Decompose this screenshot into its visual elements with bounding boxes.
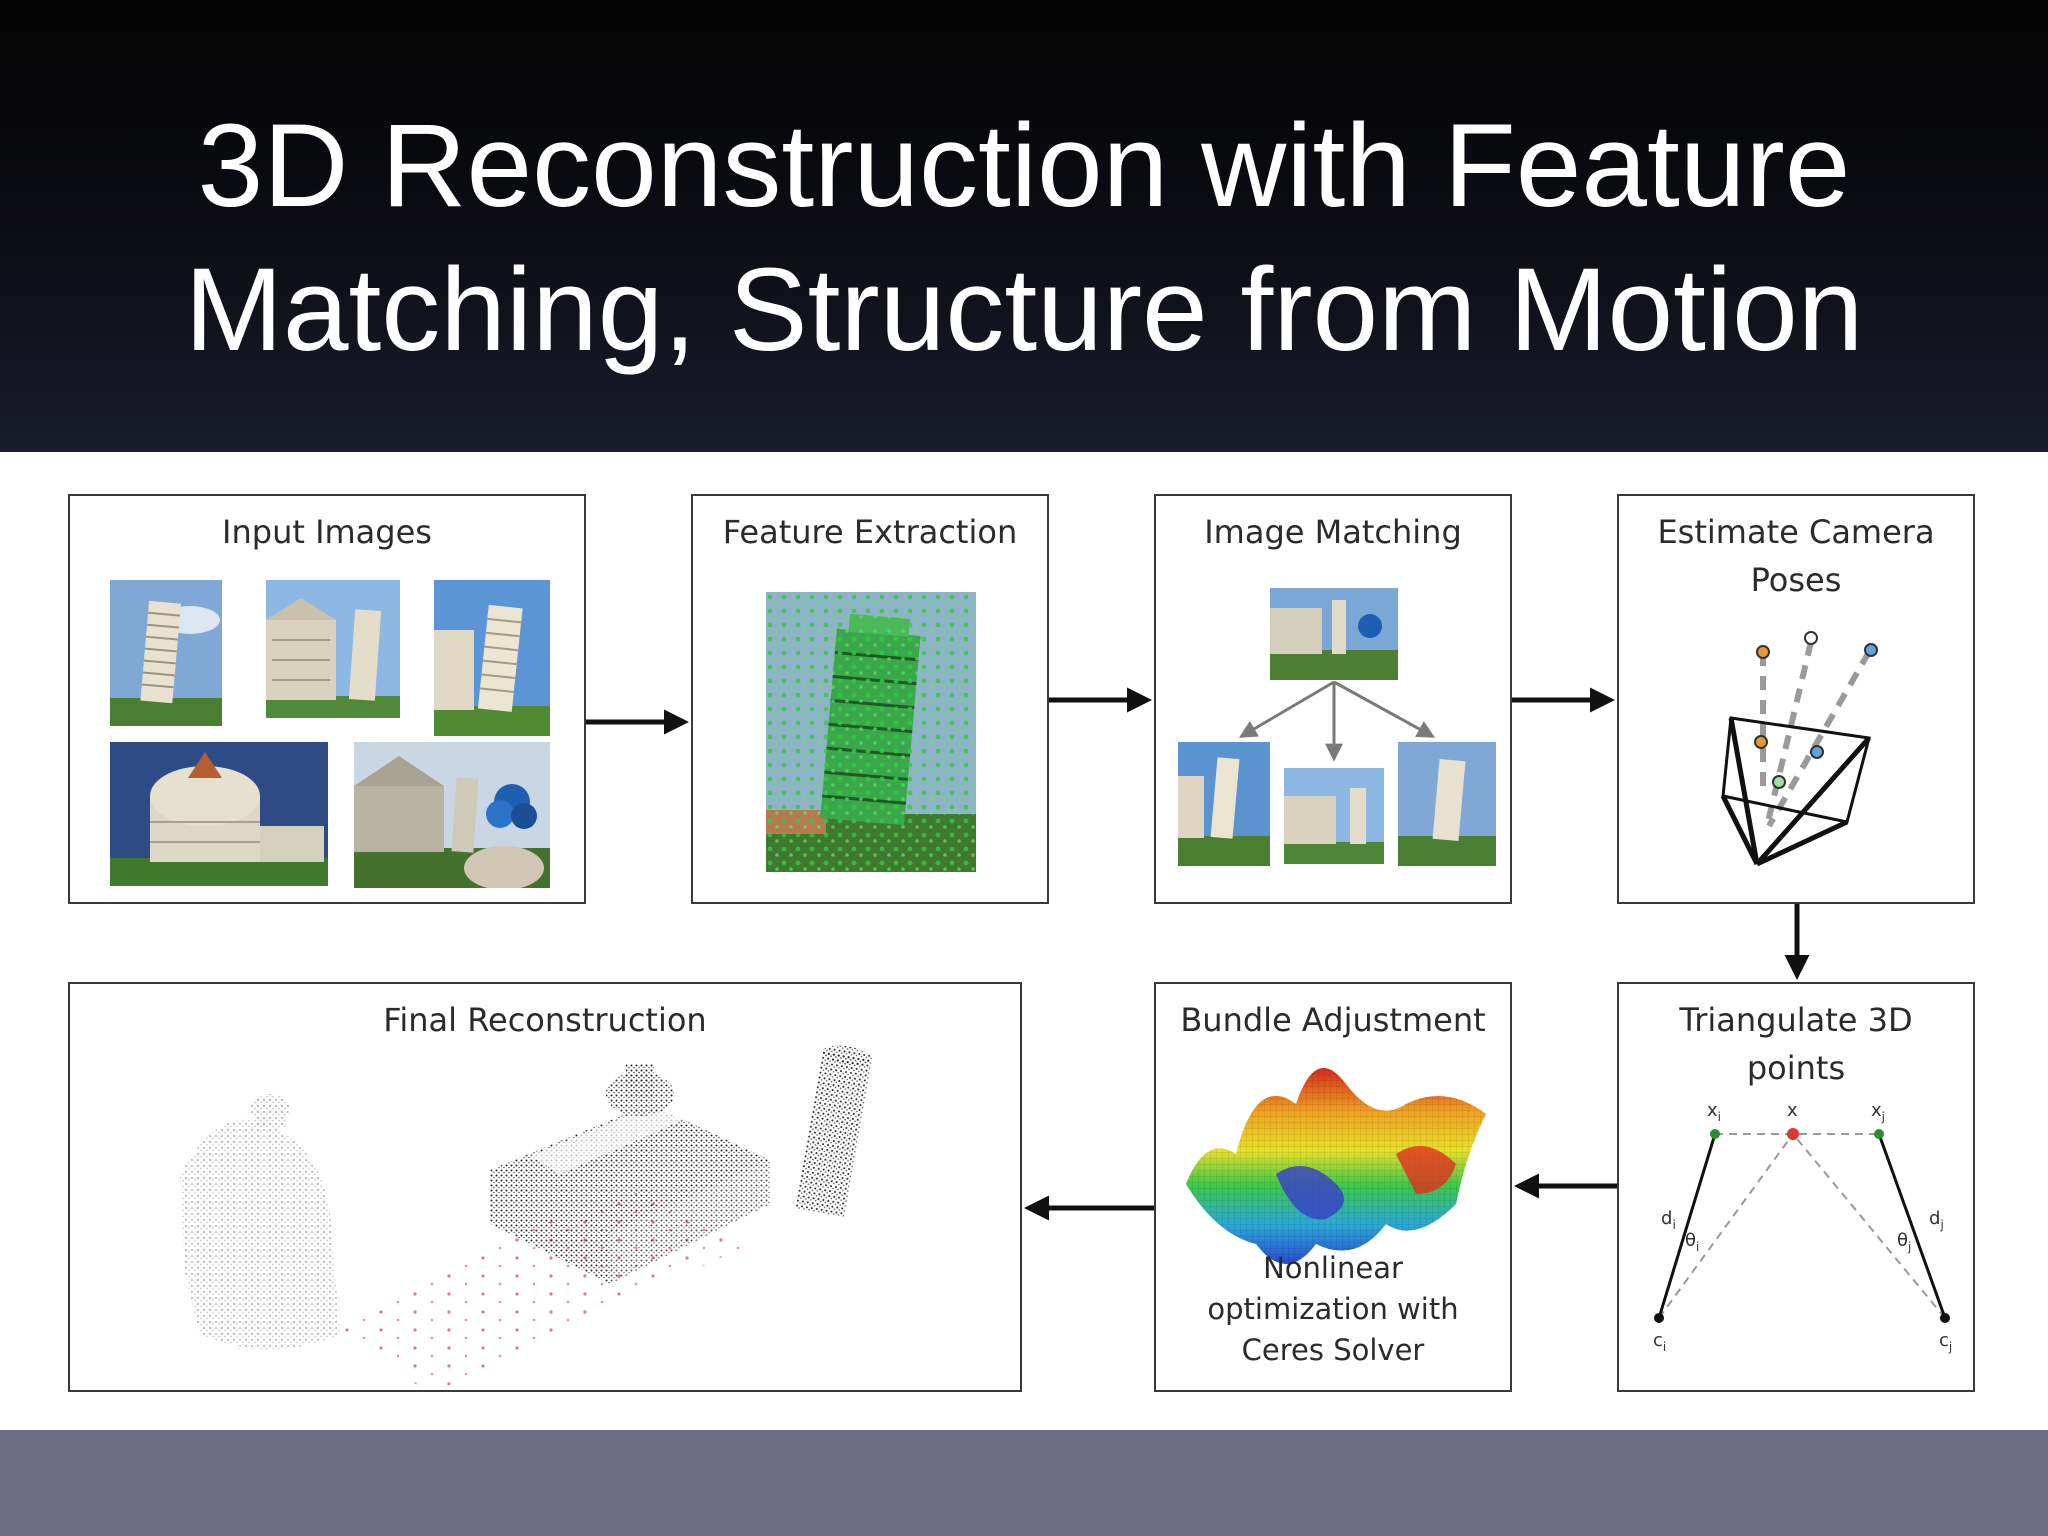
caption-line3: Ceres Solver bbox=[1241, 1333, 1425, 1367]
label-ci-sub: i bbox=[1663, 1340, 1666, 1354]
slide-header: 3D Reconstruction with Feature Matching,… bbox=[0, 0, 2048, 452]
label-dj: d bbox=[1929, 1208, 1940, 1229]
slide-title-line1: 3D Reconstruction with Feature bbox=[197, 100, 1851, 232]
final-reconstruction-title: Final Reconstruction bbox=[383, 1001, 707, 1039]
final-reconstruction-box: Final Reconstruction bbox=[68, 982, 1022, 1392]
label-cj-sub: j bbox=[1948, 1340, 1952, 1354]
estimate-camera-poses-box: Estimate Camera Poses bbox=[1617, 494, 1975, 904]
input-images-box: Input Images bbox=[68, 494, 586, 904]
image-matching-title: Image Matching bbox=[1204, 513, 1462, 551]
label-di: d bbox=[1661, 1208, 1672, 1229]
svg-text:θi: θi bbox=[1685, 1230, 1699, 1254]
caption-line1: Nonlinear bbox=[1263, 1251, 1403, 1285]
caption-line2: optimization with bbox=[1207, 1292, 1459, 1326]
matching-tree-icon bbox=[1178, 588, 1496, 866]
svg-text:di: di bbox=[1661, 1208, 1676, 1232]
bundle-adjustment-title: Bundle Adjustment bbox=[1180, 1001, 1486, 1039]
label-theta-i: θ bbox=[1685, 1230, 1696, 1251]
slide-title-line2: Matching, Structure from Motion bbox=[184, 244, 1864, 376]
error-surface-3d-icon bbox=[1186, 1068, 1486, 1264]
slide-footer bbox=[0, 1430, 2048, 1536]
camera-frustum-icon bbox=[1720, 631, 1878, 867]
tower-photo bbox=[434, 580, 550, 736]
triangulation-icon: xi x xj di dj θi θj ci cj bbox=[1653, 1100, 1952, 1354]
point-cloud-icon bbox=[180, 1045, 873, 1390]
feature-extraction-title: Feature Extraction bbox=[722, 513, 1018, 551]
label-xj-sub: j bbox=[1881, 1110, 1885, 1124]
triangulate-box: Triangulate 3D points xi x xj di dj θi θ bbox=[1617, 982, 1975, 1392]
bundle-adjustment-box: Bundle Adjustment Nonlin bbox=[1154, 982, 1512, 1392]
label-theta-j-sub: j bbox=[1907, 1240, 1911, 1254]
label-di-sub: i bbox=[1672, 1218, 1675, 1232]
estimate-camera-title-line2: Poses bbox=[1750, 561, 1842, 599]
label-xi-sub: i bbox=[1718, 1110, 1721, 1124]
cathedral-tower-photo bbox=[354, 742, 550, 888]
label-x: x bbox=[1787, 1100, 1798, 1121]
label-xj: x bbox=[1871, 1100, 1882, 1121]
cathedral-photo bbox=[266, 580, 400, 718]
label-dj-sub: j bbox=[1939, 1218, 1943, 1232]
label-ci: c bbox=[1653, 1330, 1663, 1351]
label-cj: c bbox=[1939, 1330, 1949, 1351]
label-xi: x bbox=[1707, 1100, 1718, 1121]
label-theta-j: θ bbox=[1897, 1230, 1908, 1251]
baptistery-photo bbox=[110, 742, 328, 886]
feature-extraction-box: Feature Extraction bbox=[691, 494, 1049, 904]
svg-text:xi: xi bbox=[1707, 1100, 1721, 1124]
tower-feature-map-icon bbox=[766, 592, 976, 872]
svg-text:dj: dj bbox=[1929, 1208, 1944, 1232]
svg-text:ci: ci bbox=[1653, 1330, 1666, 1354]
bundle-adjustment-caption: Nonlinear optimization with Ceres Solver bbox=[1156, 1248, 1510, 1371]
image-matching-box: Image Matching bbox=[1154, 494, 1512, 904]
tower-photo bbox=[110, 580, 222, 726]
input-images-title: Input Images bbox=[222, 513, 432, 551]
label-theta-i-sub: i bbox=[1696, 1240, 1699, 1254]
triangulate-title-line2: points bbox=[1746, 1049, 1846, 1087]
triangulate-title-line1: Triangulate 3D bbox=[1679, 1001, 1913, 1039]
pipeline-diagram: Input Images bbox=[0, 452, 2048, 1430]
svg-text:θj: θj bbox=[1897, 1230, 1911, 1254]
svg-text:xj: xj bbox=[1871, 1100, 1885, 1124]
svg-text:cj: cj bbox=[1939, 1330, 1952, 1354]
estimate-camera-title-line1: Estimate Camera bbox=[1657, 513, 1935, 551]
